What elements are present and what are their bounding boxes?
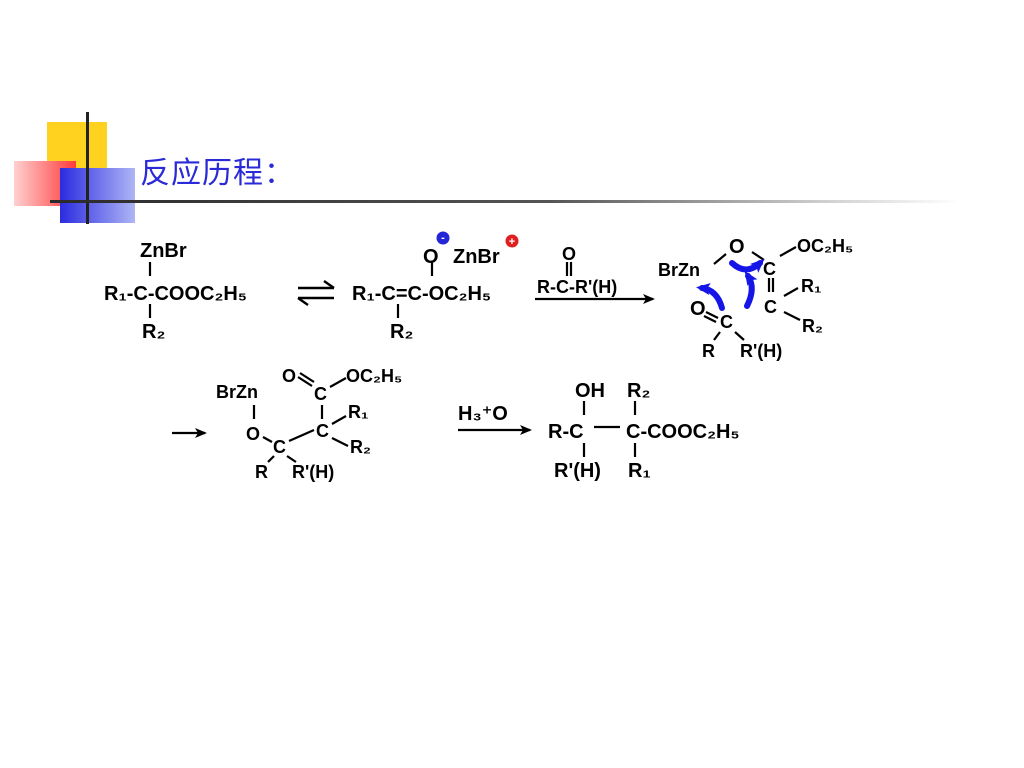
s4-r: R [255,462,268,482]
positive-charge-icon [505,234,519,248]
reagent-carbonyl: R-C-R'(H) [537,277,617,297]
s3-r2: R₂ [802,316,823,336]
s5-r-prime-h: R'(H) [554,460,601,482]
electron-arrows [696,258,765,311]
s5-oh: OH [575,380,605,402]
s4-c-mid: C [316,421,329,441]
negative-charge-icon [436,231,450,245]
s3-o-top: O [729,236,745,258]
s3-c-left: C [720,312,733,332]
s1-main-chain: R₁-C-COOC₂H₅ [104,283,247,305]
slide-title: 反应历程： [140,156,295,191]
deco-horizontal-line [50,200,960,203]
s4-o-top: O [282,366,296,386]
s4-r-prime-h: R'(H) [292,462,334,482]
s4-c-left: C [273,437,286,457]
reagent-o: O [562,244,576,264]
s3-r1: R₁ [801,276,821,296]
s4-brzn: BrZn [216,382,258,402]
s3-o-left: O [690,298,706,320]
s2-main-chain: R₁-C=C-OC₂H₅ [352,283,491,305]
s3-r: R [702,341,715,361]
s5-r2: R₂ [627,380,650,402]
s2-znbr: ZnBr [453,246,500,268]
s3-r-prime-h: R'(H) [740,341,782,361]
positive-charge-sign: + [509,236,515,248]
negative-charge-sign: - [441,232,445,244]
deco-blue-gradient [60,168,135,223]
s2-o: O [423,246,439,268]
s4-o-left: O [246,424,260,444]
deco-vertical-line [86,112,89,224]
s3-c-mid: C [764,297,777,317]
s1-znbr: ZnBr [140,240,187,262]
s5-r-c: R-C [548,421,584,443]
s3-brzn: BrZn [658,260,700,280]
s3-c-top: C [763,259,776,279]
s4-oc2h5: OC₂H₅ [346,366,402,386]
s1-r2: R₂ [142,321,165,343]
s2-r2: R₂ [390,321,413,343]
s3-oc2h5: OC₂H₅ [797,236,853,256]
s5-c-cooc2h5: C-COOC₂H₅ [626,421,740,443]
s5-r1: R₁ [628,460,651,482]
s4-r1: R₁ [348,402,368,422]
s4-r2: R₂ [350,437,371,457]
equilibrium-arrow [297,280,335,306]
s4-c-top: C [314,384,327,404]
h3o-reagent: H₃⁺O [458,403,508,425]
